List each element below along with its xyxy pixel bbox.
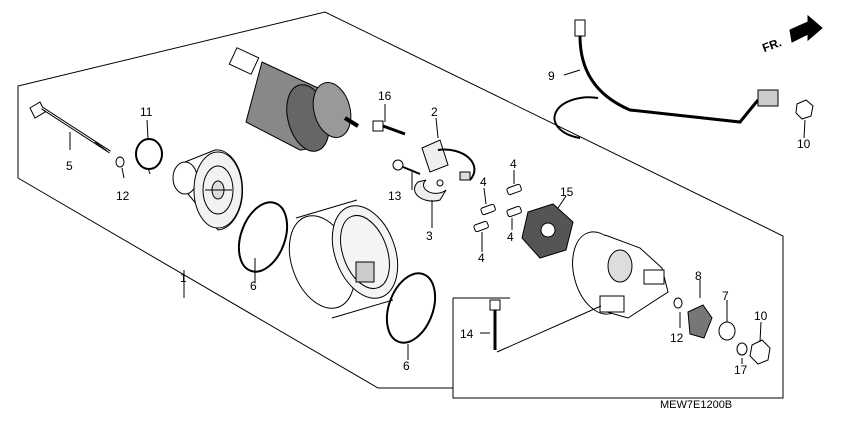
callout-6a: 6 <box>250 279 257 293</box>
washer-12-right <box>673 297 683 309</box>
callout-4b: 4 <box>480 175 487 189</box>
callout-12a: 12 <box>116 189 130 203</box>
callout-12b: 12 <box>670 331 684 345</box>
yoke-housing <box>288 199 399 319</box>
nut-10-lower <box>749 339 771 365</box>
screw-13 <box>392 159 421 175</box>
callout-2: 2 <box>431 105 438 119</box>
callout-labels: 1 2 3 4 4 4 4 5 6 6 7 8 9 10 10 11 12 12… <box>66 35 811 411</box>
brush-springs-4 <box>473 183 522 233</box>
callout-4d: 4 <box>478 251 485 265</box>
o-ring-6-right <box>385 272 437 344</box>
callout-17: 17 <box>734 363 748 377</box>
nut-10-upper <box>795 99 814 120</box>
callout-10b: 10 <box>754 309 768 323</box>
terminal-insulator-8 <box>687 304 713 339</box>
washer-12-left <box>115 156 125 168</box>
leader-lines <box>69 69 806 364</box>
callout-16: 16 <box>378 89 392 103</box>
callout-9: 9 <box>548 69 555 83</box>
callout-15: 15 <box>560 185 574 199</box>
callout-10a: 10 <box>797 137 811 151</box>
assembly-outline <box>17 11 784 399</box>
callout-14: 14 <box>460 327 474 341</box>
callout-5: 5 <box>66 159 73 173</box>
through-bolt <box>29 101 111 154</box>
screw-16 <box>372 120 406 136</box>
callout-4a: 4 <box>510 157 517 171</box>
rear-cover <box>572 231 669 319</box>
brush-plate-3 <box>414 179 447 202</box>
washer-7 <box>718 321 736 341</box>
diagram-code: MEW7E1200B <box>660 399 732 411</box>
washer-17 <box>736 342 748 356</box>
callout-8: 8 <box>695 269 702 283</box>
callout-1: 1 <box>180 271 187 285</box>
front-cover <box>172 149 243 231</box>
brush-holder-2 <box>421 139 476 181</box>
callout-13: 13 <box>388 189 402 203</box>
o-ring-6-left <box>237 201 289 273</box>
front-arrow-icon <box>789 14 823 43</box>
callout-11: 11 <box>140 105 153 119</box>
callout-4c: 4 <box>507 230 514 244</box>
o-ring-11 <box>135 138 163 170</box>
starter-cable-9 <box>553 19 779 139</box>
front-label: FR. <box>760 35 783 55</box>
insulator-15 <box>521 203 574 259</box>
callout-6b: 6 <box>403 359 410 373</box>
armature <box>228 47 360 152</box>
bolt-14 <box>489 299 602 353</box>
callout-3: 3 <box>426 229 433 243</box>
callout-7: 7 <box>722 289 729 303</box>
